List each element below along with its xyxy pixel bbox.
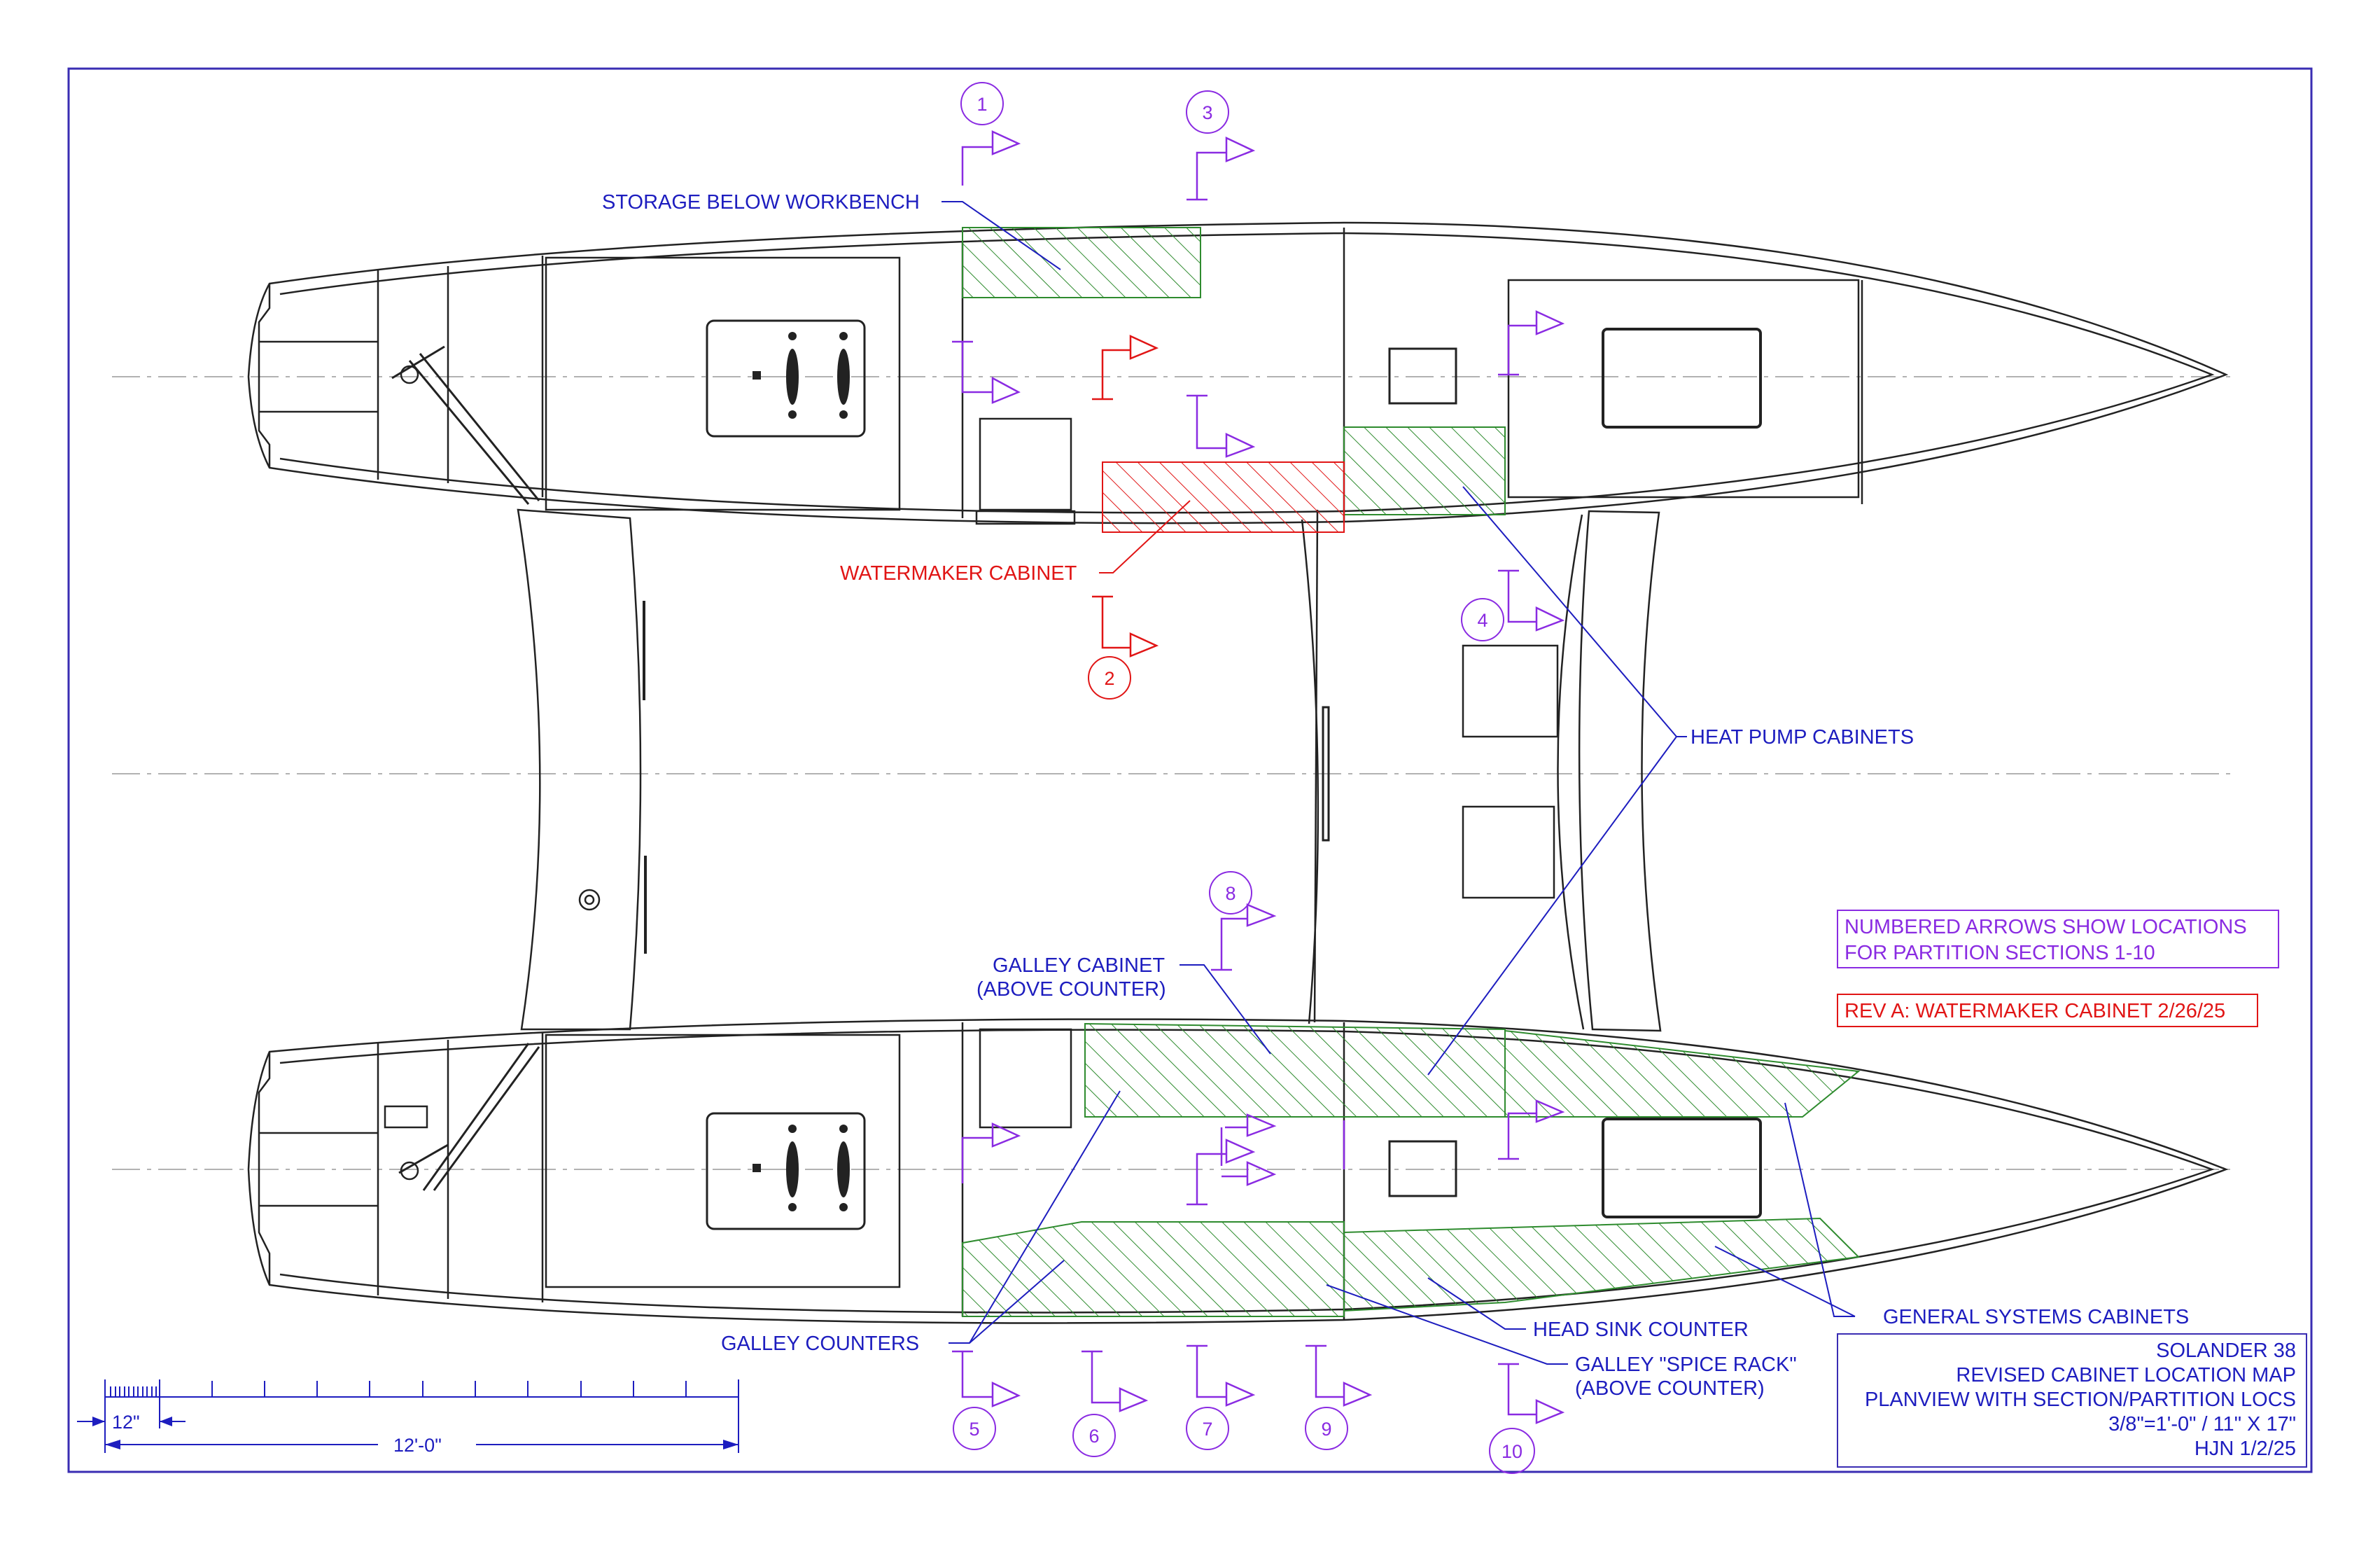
section-marker-1: 1	[960, 82, 1004, 125]
head-sink-counter-area	[1343, 1217, 1861, 1312]
section-marker-6: 6	[1072, 1414, 1116, 1457]
general-systems-cabinets-label: GENERAL SYSTEMS CABINETS	[1883, 1306, 2189, 1328]
leader-lines	[941, 201, 1856, 1365]
scale-bar-arrowheads	[92, 1417, 738, 1449]
section-marker-3: 3	[1186, 90, 1229, 134]
svg-text:HJN 1/2/25: HJN 1/2/25	[2194, 1438, 2296, 1460]
svg-text:8: 8	[1225, 883, 1236, 904]
hatched-cabinets	[962, 227, 1861, 1317]
section-marker-5: 5	[953, 1407, 996, 1450]
spice-rack-label-1: GALLEY "SPICE RACK"	[1575, 1354, 1797, 1376]
svg-text:10: 10	[1502, 1441, 1522, 1462]
centerlines	[112, 376, 2233, 1170]
top-hull-fitting	[752, 332, 850, 419]
general-systems-top-area	[1504, 1029, 1861, 1118]
galley-counters-area	[962, 1221, 1345, 1317]
svg-text:PLANVIEW WITH SECTION/PARTITIO: PLANVIEW WITH SECTION/PARTITION LOCS	[1865, 1389, 2296, 1411]
svg-text:FOR PARTITION SECTIONS 1-10: FOR PARTITION SECTIONS 1-10	[1844, 942, 2155, 964]
scale-large-label: 12'-0"	[393, 1435, 442, 1456]
section-marker-4: 4	[1461, 598, 1504, 641]
galley-cabinet-label-2: (ABOVE COUNTER)	[976, 978, 1166, 1001]
galley-cabinet-area	[1084, 1022, 1506, 1118]
section-marker-10: 10	[1489, 1428, 1535, 1474]
svg-text:7: 7	[1202, 1419, 1212, 1440]
storage-below-workbench-area	[962, 227, 1201, 298]
section-marker-2: 2	[1088, 656, 1131, 700]
galley-cabinet-label-1: GALLEY CABINET	[993, 954, 1165, 977]
svg-text:6: 6	[1088, 1426, 1099, 1447]
numbered-arrows-note: NUMBERED ARROWS SHOW LOCATIONS FOR PARTI…	[1837, 910, 2279, 968]
svg-text:5: 5	[969, 1419, 979, 1440]
watermaker-leader	[1099, 500, 1191, 573]
section-marker-8: 8	[1209, 871, 1252, 914]
svg-text:1: 1	[976, 94, 987, 115]
scale-bar	[77, 1379, 739, 1453]
galley-counters-label: GALLEY COUNTERS	[721, 1333, 919, 1355]
section-marker-7: 7	[1186, 1407, 1229, 1450]
spice-rack-label-2: (ABOVE COUNTER)	[1575, 1377, 1765, 1400]
svg-text:2: 2	[1104, 668, 1114, 689]
title-block: SOLANDER 38 REVISED CABINET LOCATION MAP…	[1837, 1333, 2307, 1468]
svg-text:SOLANDER 38: SOLANDER 38	[2156, 1340, 2296, 1362]
watermaker-cabinet-label: WATERMAKER CABINET	[840, 562, 1077, 585]
watermaker-cabinet-area	[1102, 461, 1345, 533]
bridge-deck	[517, 508, 1662, 1032]
sheet-border	[67, 67, 2313, 1473]
svg-text:REVISED CABINET LOCATION MAP: REVISED CABINET LOCATION MAP	[1956, 1364, 2296, 1386]
bottom-hull-fitting	[752, 1125, 850, 1211]
head-sink-counter-label: HEAD SINK COUNTER	[1533, 1319, 1749, 1341]
svg-text:3: 3	[1202, 102, 1212, 123]
red-section-arrows	[1092, 335, 1159, 658]
rev-a-note: REV A: WATERMAKER CABINET 2/26/25	[1837, 994, 2258, 1027]
section-arrows	[952, 130, 1565, 1424]
svg-text:NUMBERED ARROWS SHOW LOCATIONS: NUMBERED ARROWS SHOW LOCATIONS	[1844, 916, 2247, 938]
section-marker-9: 9	[1305, 1407, 1348, 1450]
svg-text:3/8"=1'-0" / 11" X 17": 3/8"=1'-0" / 11" X 17"	[2108, 1413, 2296, 1435]
heat-pump-cabinets-label: HEAT PUMP CABINETS	[1690, 726, 1914, 749]
scale-small-label: 12"	[112, 1412, 140, 1433]
svg-text:9: 9	[1321, 1419, 1331, 1440]
svg-text:4: 4	[1477, 610, 1488, 631]
section-markers: 1 3 2 4 8 5 6 7 9 10	[953, 82, 1535, 1474]
heat-pump-cabinet-top-area	[1343, 426, 1506, 515]
svg-text:REV A: WATERMAKER CABINET 2/26: REV A: WATERMAKER CABINET 2/26/25	[1844, 1000, 2225, 1022]
storage-below-workbench-label: STORAGE BELOW WORKBENCH	[602, 191, 920, 214]
